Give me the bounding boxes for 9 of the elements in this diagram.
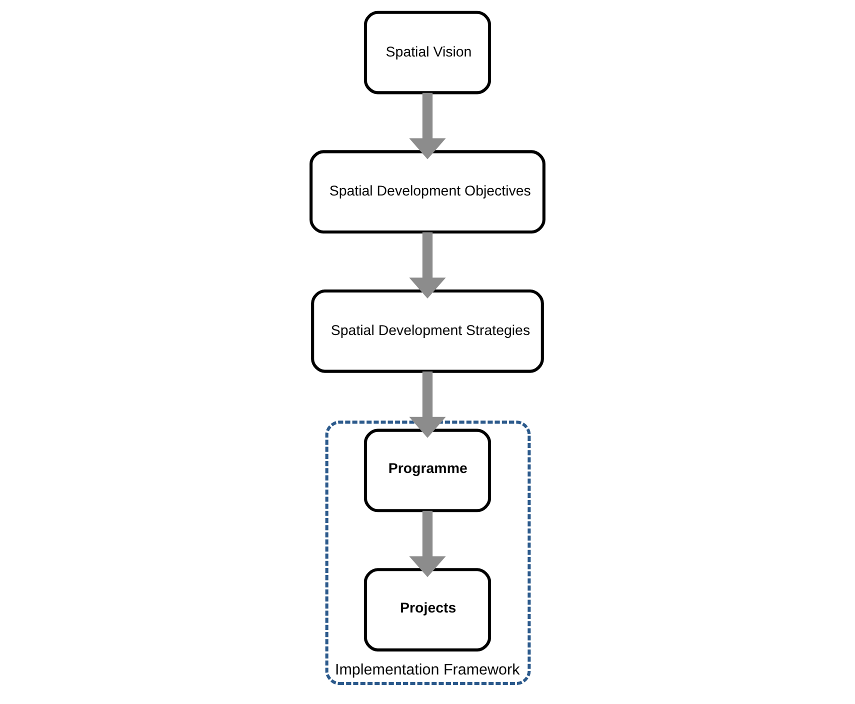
node-box: Spatial Vision	[364, 10, 492, 94]
arrow	[409, 92, 446, 160]
arrow	[409, 510, 446, 578]
node-box: Projects	[364, 568, 492, 652]
node-box: Spatial Development Objectives	[310, 150, 546, 234]
node-box: Spatial Development Strategies	[311, 289, 544, 373]
arrow	[409, 232, 446, 299]
arrow	[409, 372, 446, 438]
node-box: Programme	[364, 428, 492, 512]
